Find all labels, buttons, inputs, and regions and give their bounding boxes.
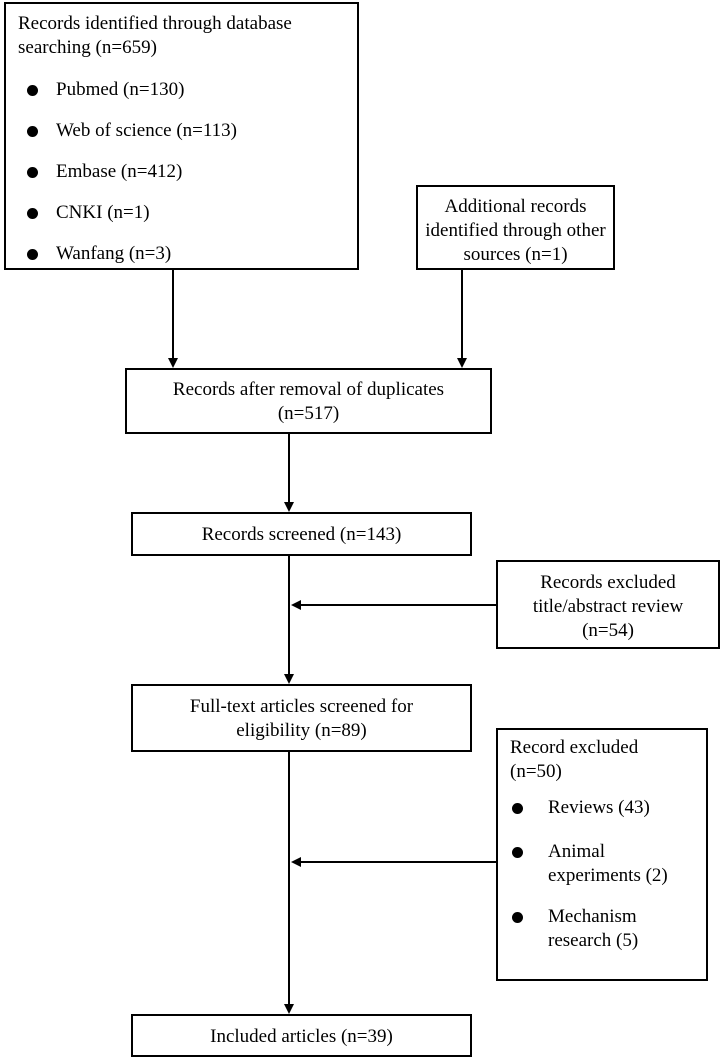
reason-line2: experiments (2) (548, 865, 668, 886)
bullet-icon (27, 208, 38, 219)
database-source-item: Wanfang (n=3) (18, 242, 347, 283)
excluded-title-line1: Records excluded (540, 572, 676, 593)
source-label: Embase (n=412) (56, 161, 183, 182)
database-search-count: searching (n=659) (18, 37, 157, 58)
source-label: CNKI (n=1) (56, 202, 150, 223)
bullet-icon (27, 85, 38, 96)
exclusion-reasons-list: Reviews (43) Animal experiments (2) Mech… (510, 796, 698, 965)
record-excluded-count: (n=50) (510, 761, 562, 782)
excluded-title-count: (n=54) (582, 620, 634, 641)
record-excluded-label: Record excluded (510, 737, 639, 758)
database-search-box: Records identified through database sear… (4, 2, 359, 270)
included-articles-label: Included articles (n=39) (210, 1026, 393, 1047)
database-search-title: Records identified through database (18, 13, 292, 34)
database-source-item: Pubmed (n=130) (18, 78, 347, 119)
after-duplicates-count: (n=517) (277, 403, 340, 424)
record-excluded-box: Record excluded (n=50) Reviews (43) Anim… (496, 728, 708, 981)
source-label: Pubmed (n=130) (56, 79, 185, 100)
fulltext-count: eligibility (n=89) (236, 720, 367, 741)
additional-records-box: Additional records identified through ot… (416, 185, 615, 270)
exclusion-reason-item: Reviews (43) (510, 796, 698, 840)
additional-records-line2: identified through other (425, 220, 606, 241)
source-label: Wanfang (n=3) (56, 243, 172, 264)
source-label: Web of science (n=113) (56, 120, 237, 141)
fulltext-screened-box: Full-text articles screened for eligibil… (131, 684, 472, 752)
additional-records-line1: Additional records (444, 196, 587, 217)
bullet-icon (512, 847, 523, 858)
exclusion-reason-item: Mechanism research (5) (510, 905, 698, 965)
reason-line1: Reviews (43) (548, 797, 650, 818)
reason-line1: Animal (548, 841, 605, 862)
after-duplicates-box: Records after removal of duplicates (n=5… (125, 368, 492, 434)
records-screened-label: Records screened (n=143) (201, 524, 402, 545)
included-articles-box: Included articles (n=39) (131, 1014, 472, 1057)
database-source-item: CNKI (n=1) (18, 201, 347, 242)
excluded-title-line2: title/abstract review (532, 596, 684, 617)
additional-records-line3: sources (n=1) (463, 244, 568, 265)
bullet-icon (512, 912, 523, 923)
records-screened-box: Records screened (n=143) (131, 512, 472, 556)
bullet-icon (512, 803, 523, 814)
bullet-icon (27, 249, 38, 260)
database-sources-list: Pubmed (n=130) Web of science (n=113) Em… (18, 78, 347, 283)
database-source-item: Embase (n=412) (18, 160, 347, 201)
excluded-title-abstract-box: Records excluded title/abstract review (… (496, 560, 720, 649)
reason-line1: Mechanism (548, 906, 637, 927)
database-source-item: Web of science (n=113) (18, 119, 347, 160)
reason-line2: research (5) (548, 930, 639, 951)
bullet-icon (27, 126, 38, 137)
exclusion-reason-item: Animal experiments (2) (510, 840, 698, 905)
after-duplicates-label: Records after removal of duplicates (172, 379, 445, 400)
bullet-icon (27, 167, 38, 178)
fulltext-label: Full-text articles screened for (189, 696, 414, 717)
